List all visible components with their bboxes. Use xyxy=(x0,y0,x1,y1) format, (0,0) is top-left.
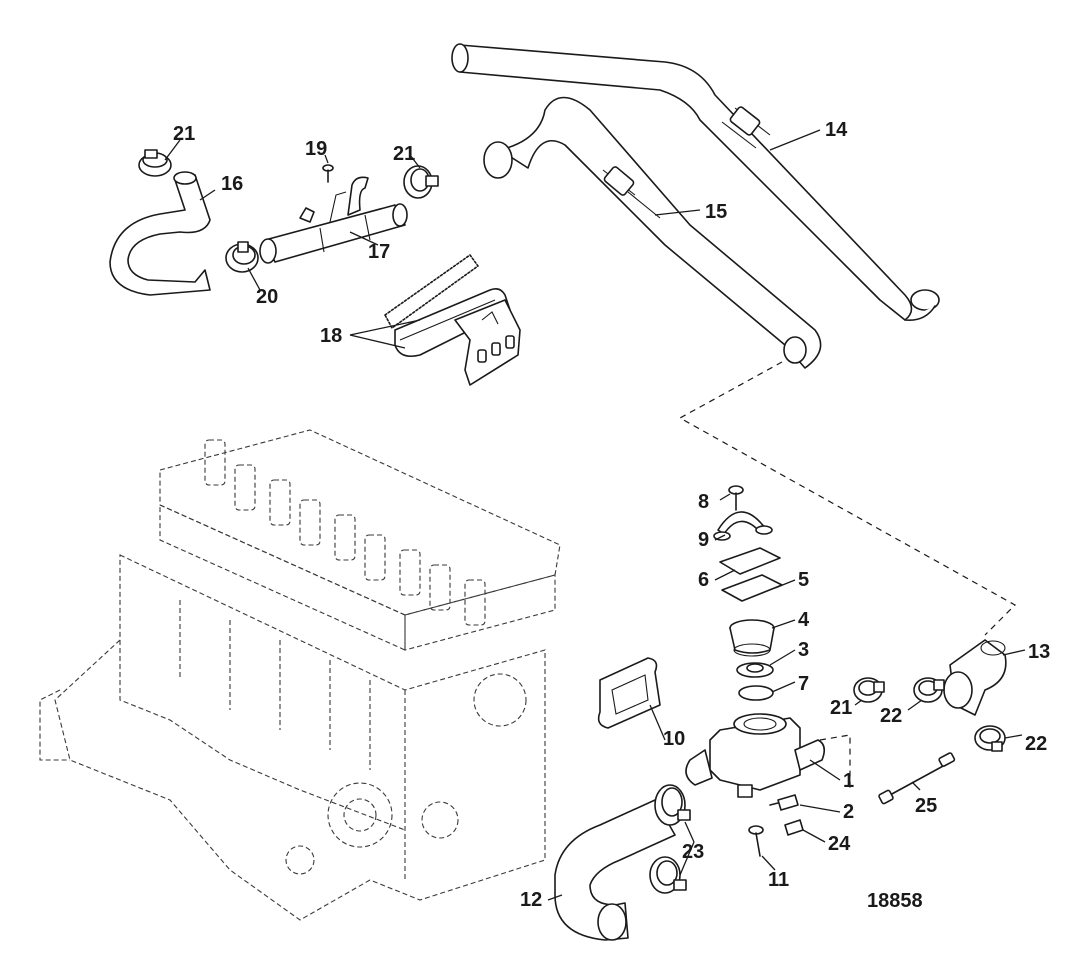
callout-21-left: 21 xyxy=(173,123,195,145)
valve-towers xyxy=(204,439,486,626)
callout-3: 3 xyxy=(798,639,809,661)
clamp-22-top xyxy=(913,677,945,703)
tube-17 xyxy=(259,176,408,264)
thermostat-3 xyxy=(736,662,774,678)
callout-7: 7 xyxy=(798,673,809,695)
clamp-21-left xyxy=(138,149,172,177)
callout-5: 5 xyxy=(798,569,809,591)
callout-8: 8 xyxy=(698,491,709,513)
clamp-21-right xyxy=(853,677,885,703)
clamp-20 xyxy=(225,241,259,273)
hose-14 xyxy=(451,43,940,322)
callout-labels: 14 15 16 17 18 19 20 21 21 8 9 6 5 4 3 7… xyxy=(173,119,1050,912)
callout-2: 2 xyxy=(843,801,854,823)
screw-19 xyxy=(322,164,334,183)
callout-12: 12 xyxy=(520,889,542,911)
clamp-23-bottom xyxy=(649,856,687,894)
gasket-18 xyxy=(384,254,511,358)
seal-7 xyxy=(738,685,774,701)
callout-15: 15 xyxy=(705,201,727,223)
housing-4 xyxy=(729,619,775,657)
callout-22-top: 22 xyxy=(880,705,902,727)
cover-9 xyxy=(713,511,773,541)
callout-25: 25 xyxy=(915,795,937,817)
callout-13: 13 xyxy=(1028,641,1050,663)
screw-8 xyxy=(728,485,744,511)
hose-16 xyxy=(109,171,211,296)
callout-18: 18 xyxy=(320,325,342,347)
bolt-11 xyxy=(748,825,764,857)
thermostat-housing-1 xyxy=(685,713,826,798)
callout-21-mid: 21 xyxy=(393,143,415,165)
hose-12 xyxy=(554,799,676,941)
gasket-5 xyxy=(721,574,783,602)
callout-16: 16 xyxy=(221,173,243,195)
sensor-25 xyxy=(878,752,956,805)
clamp-21-mid xyxy=(403,165,439,199)
callout-20: 20 xyxy=(256,286,278,308)
callout-9: 9 xyxy=(698,529,709,551)
gasket-6 xyxy=(719,547,781,575)
callout-22-bottom: 22 xyxy=(1025,733,1047,755)
callout-21-right: 21 xyxy=(830,697,852,719)
callout-1: 1 xyxy=(843,770,854,792)
sensor-24 xyxy=(784,819,804,836)
callout-24: 24 xyxy=(828,833,851,855)
elbow-13 xyxy=(943,639,1007,716)
clamp-22-bottom xyxy=(974,725,1006,752)
callout-4: 4 xyxy=(798,609,810,631)
connector-dashed xyxy=(678,361,1016,636)
hose-15 xyxy=(483,96,822,369)
sensor-2 xyxy=(769,794,799,811)
callout-11: 11 xyxy=(768,869,789,891)
callout-14: 14 xyxy=(825,119,848,141)
callout-23: 23 xyxy=(682,841,704,863)
bracket-18 xyxy=(454,299,521,386)
gasket-10 xyxy=(597,657,661,729)
callout-17: 17 xyxy=(368,241,390,263)
callout-10: 10 xyxy=(663,728,685,750)
clamp-23-top xyxy=(654,784,691,826)
callout-6: 6 xyxy=(698,569,709,591)
engine-block xyxy=(39,429,561,921)
connector-dashed-1 xyxy=(819,734,851,790)
figure-number: 18858 xyxy=(867,890,923,912)
callout-19: 19 xyxy=(305,138,327,160)
leader-lines xyxy=(164,129,1026,901)
